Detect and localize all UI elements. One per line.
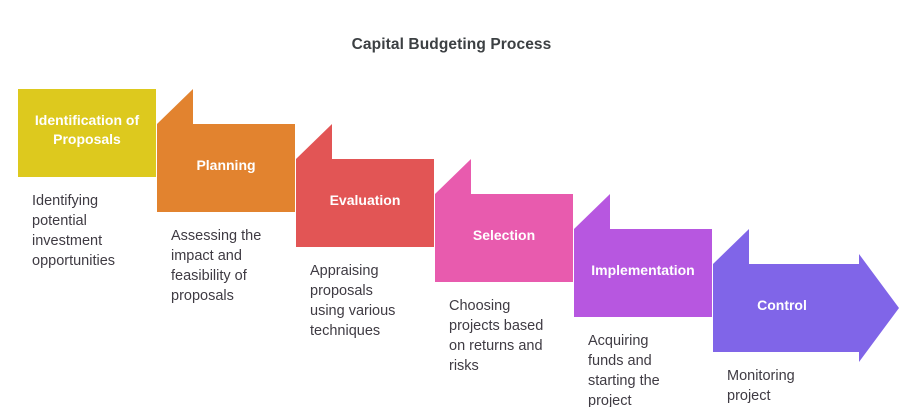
step-block-5[interactable]	[574, 229, 712, 317]
caption-line: techniques	[310, 323, 381, 339]
caption-line: using various	[310, 303, 396, 319]
caption-line: Choosing	[449, 298, 511, 314]
caption-line: risks	[449, 358, 479, 374]
step-caption-1: Identifying potential investment opportunit…	[32, 191, 165, 271]
caption-line: projects based	[449, 318, 544, 334]
caption-line: feasibility of	[171, 268, 247, 284]
caption-line: on returns and	[449, 338, 543, 354]
step-caption-4: Choosing projects based on returns and risk…	[449, 296, 582, 376]
caption-line: Assessing the	[171, 228, 262, 244]
caption-line: Monitoring	[727, 368, 795, 384]
caption-line: project	[727, 388, 771, 404]
caption-line: starting the	[588, 373, 660, 389]
step-block-4[interactable]	[435, 194, 573, 282]
step-fold-tab	[713, 229, 749, 264]
caption-line: potential	[32, 213, 87, 229]
caption-line: impact and	[171, 248, 242, 264]
step-caption-3: Appraising proposals using various techniqu…	[310, 261, 443, 341]
step-fold-tab	[296, 124, 332, 159]
caption-line: funds and	[588, 353, 652, 369]
step-fold-tab	[574, 194, 610, 229]
step-block-3[interactable]	[296, 159, 434, 247]
step-block-6[interactable]	[713, 254, 899, 362]
step-fold-tab	[157, 89, 193, 124]
page-title: Capital Budgeting Process	[351, 36, 552, 53]
caption-line: opportunities	[32, 253, 116, 269]
step-caption-2: Assessing the impact and feasibility of pro…	[171, 226, 304, 306]
caption-line: Identifying	[32, 193, 99, 209]
caption-line: investment	[32, 233, 103, 249]
step-caption-5: Acquiring funds and starting the project	[588, 331, 721, 407]
caption-line: proposals	[310, 283, 373, 299]
step-caption-6: Monitoringprojectprogress withfeedback	[727, 366, 860, 407]
step-block-2[interactable]	[157, 124, 295, 212]
step-block-1[interactable]	[18, 89, 156, 177]
caption-line: Acquiring	[588, 333, 649, 349]
caption-line: proposals	[171, 288, 234, 304]
caption-line: project	[588, 393, 632, 407]
step-fold-tab	[435, 159, 471, 194]
caption-line: Appraising	[310, 263, 379, 279]
